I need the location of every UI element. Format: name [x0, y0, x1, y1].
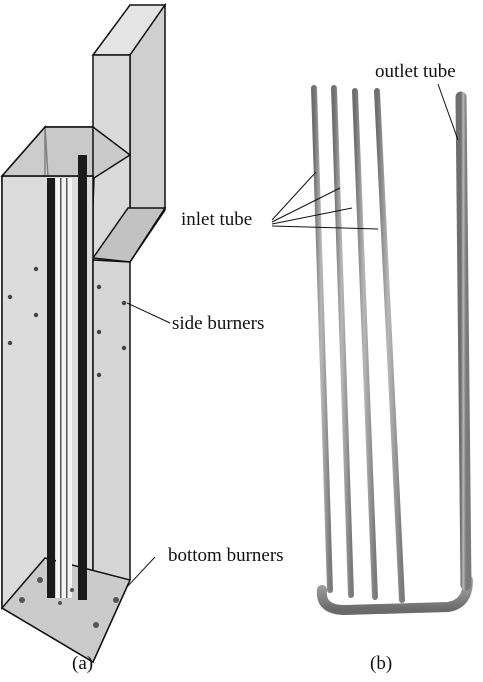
inlet-tube-leaders — [271, 171, 379, 230]
tube-bank-line-2 — [66, 178, 68, 598]
tube-bank-dark-left — [47, 178, 55, 598]
panel-b-caption: (b) — [370, 653, 393, 674]
inlet-tube-1 — [311, 85, 333, 593]
inlet-tube-label: inlet tube — [181, 209, 253, 230]
side-burners-label: side burners — [172, 313, 265, 334]
bottom-burner-dots — [19, 577, 119, 628]
side-burner-dots — [7, 266, 127, 378]
inlet-tube-4 — [374, 88, 405, 603]
tube-bank-light — [56, 178, 72, 598]
inlet-tube-2 — [331, 85, 354, 598]
inlet-tube-3 — [352, 88, 378, 600]
outlet-tube-leader — [437, 83, 459, 141]
furnace-bottom — [0, 557, 132, 664]
bottom-manifold — [316, 575, 473, 616]
outlet-tube — [455, 91, 472, 591]
tube-coil — [311, 85, 473, 616]
panel-a-caption: (a) — [72, 653, 94, 674]
tube-bank-dark-right — [78, 155, 87, 600]
outlet-tube-label: outlet tube — [375, 61, 456, 82]
bottom-burners-leader — [125, 556, 156, 589]
furnace-model — [0, 2, 167, 664]
side-burners-leader — [126, 302, 171, 324]
tube-bank-line-1 — [60, 178, 62, 598]
bottom-burners-label: bottom burners — [168, 545, 284, 566]
furnace-top-rim — [0, 126, 94, 177]
